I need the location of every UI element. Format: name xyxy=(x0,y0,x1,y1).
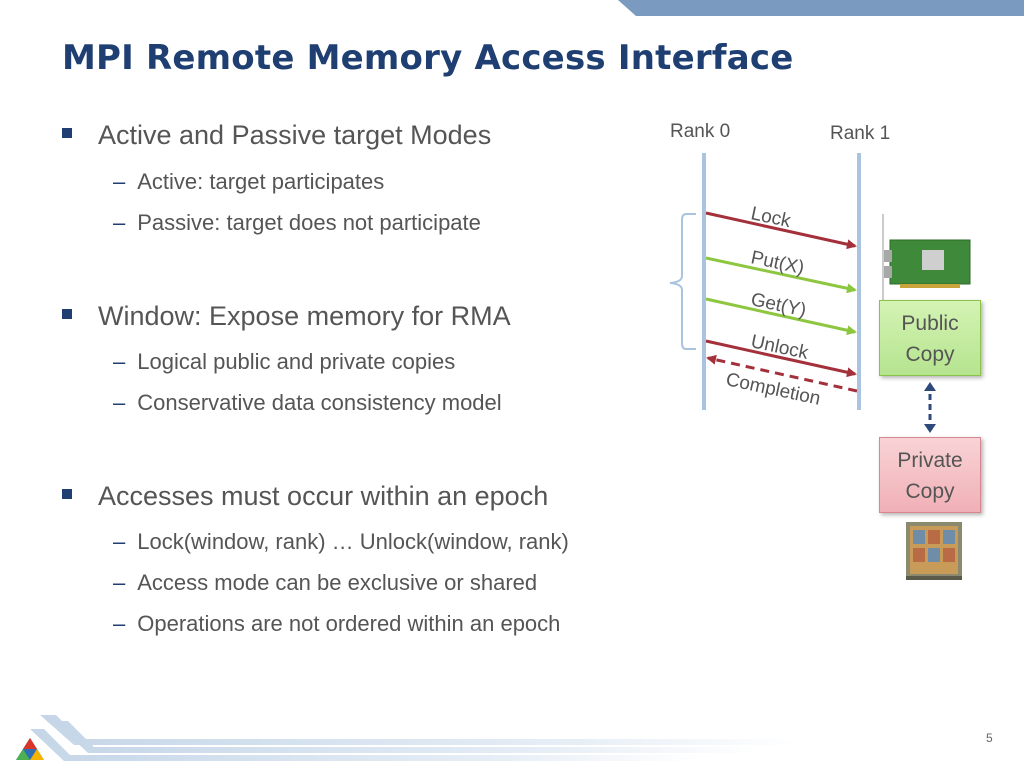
sub-bullet-text: Access mode can be exclusive or shared xyxy=(137,570,538,595)
bullet-3-text: Accesses must occur within an epoch xyxy=(98,481,549,511)
lock-arrow xyxy=(705,211,857,250)
sub-bullet-text: Logical public and private copies xyxy=(137,349,456,374)
bullet-marker-icon xyxy=(62,127,72,138)
bullet-marker-icon xyxy=(62,488,72,499)
processor-chip-icon xyxy=(906,522,962,580)
public-copy-box: Public Copy xyxy=(879,300,981,376)
sub-bullet-text: Passive: target does not participate xyxy=(137,210,481,235)
public-copy-line2: Copy xyxy=(905,343,955,366)
sub-bullet: –Lock(window, rank) … Unlock(window, ran… xyxy=(113,529,569,554)
sub-bullet: –Active: target participates xyxy=(113,169,385,194)
private-copy-line2: Copy xyxy=(905,480,955,503)
private-copy-line1: Private xyxy=(897,449,963,472)
sub-bullet-text: Operations are not ordered within an epo… xyxy=(137,611,561,636)
bullet-1: Active and Passive target Modes xyxy=(62,120,491,151)
sub-bullet: –Passive: target does not participate xyxy=(113,210,481,235)
bullet-2: Window: Expose memory for RMA xyxy=(62,301,511,332)
sub-bullet: –Logical public and private copies xyxy=(113,349,456,374)
network-card-icon xyxy=(882,214,971,300)
completion-arrow xyxy=(706,354,858,393)
sub-bullet: –Operations are not ordered within an ep… xyxy=(113,611,561,636)
get-arrow xyxy=(705,297,857,336)
footer-decoration xyxy=(30,715,800,761)
sub-bullet-text: Active: target participates xyxy=(137,169,385,194)
page-number: 5 xyxy=(986,731,993,745)
bullet-2-text: Window: Expose memory for RMA xyxy=(98,301,511,331)
unlock-arrow xyxy=(705,339,857,378)
sub-bullet: –Conservative data consistency model xyxy=(113,390,502,415)
top-accent-bar xyxy=(618,0,1024,16)
rank1-label: Rank 1 xyxy=(830,123,891,144)
sub-bullet: –Access mode can be exclusive or shared xyxy=(113,570,538,595)
bullet-marker-icon xyxy=(62,308,72,319)
bullet-1-text: Active and Passive target Modes xyxy=(98,120,492,150)
rank0-label: Rank 0 xyxy=(670,121,731,142)
sub-bullet-text: Lock(window, rank) … Unlock(window, rank… xyxy=(137,529,569,554)
epoch-brace xyxy=(669,213,696,350)
public-copy-line1: Public xyxy=(901,312,959,335)
private-copy-box: Private Copy xyxy=(879,437,981,513)
logo-icon xyxy=(16,738,44,760)
sub-bullet-text: Conservative data consistency model xyxy=(137,390,502,415)
slide-title: MPI Remote Memory Access Interface xyxy=(62,38,794,78)
put-arrow xyxy=(705,256,857,294)
bullet-3: Accesses must occur within an epoch xyxy=(62,481,548,512)
